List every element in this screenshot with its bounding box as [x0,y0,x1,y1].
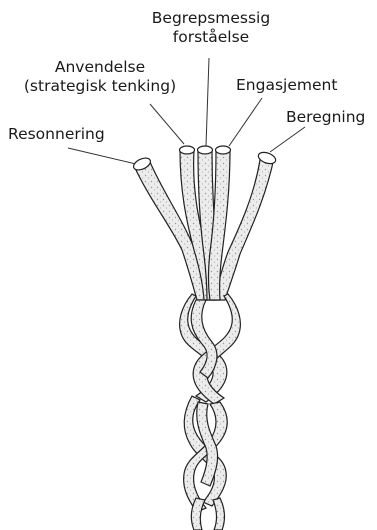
strand-end-begrepsmessig [198,146,213,154]
label-anvendelse-line-1: Anvendelse [2,58,198,77]
label-beregning: Beregning [286,108,365,127]
leader-line-resonnering [68,148,136,164]
label-begrepsmessig-line-1: Begrepsmessig [140,9,282,28]
strand-end-engasjement [216,146,231,154]
braid [180,294,241,530]
label-anvendelse: Anvendelse (strategisk tenking) [2,58,198,96]
label-begrepsmessig-line-2: forståelse [140,28,282,47]
leader-line-anvendelse [150,104,184,144]
leader-line-begrepsmessig [206,58,209,146]
leader-line-beregning [270,127,305,152]
label-resonnering: Resonnering [8,125,105,144]
strand-end-anvendelse [180,146,195,154]
label-engasjement: Engasjement [236,76,337,95]
label-begrepsmessig-forstaaelse: Begrepsmessig forståelse [140,9,282,47]
leader-line-engasjement [229,98,262,146]
strand-end-caps [180,146,231,154]
label-anvendelse-line-2: (strategisk tenking) [2,77,198,96]
